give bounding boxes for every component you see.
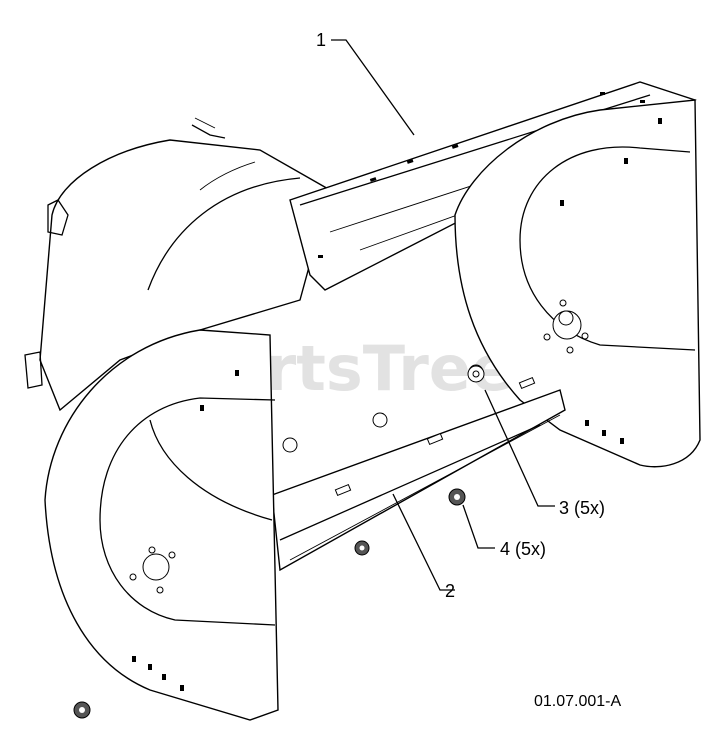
reference-code: 01.07.001-A: [534, 693, 622, 710]
hardware: [73, 365, 485, 719]
right-drum-side: [454, 99, 701, 468]
callout-label-1: 1: [316, 30, 326, 50]
bolt-3: [467, 365, 485, 383]
nut-4-c: [73, 701, 91, 719]
callout-label-2: 2: [445, 581, 455, 601]
left-drum-side: [44, 329, 279, 721]
bottom-wear-bar: [271, 364, 566, 572]
nut-4-a: [448, 488, 466, 506]
callout-label-4: 4 (5x): [500, 539, 546, 559]
nut-4-b: [354, 540, 370, 556]
leader-lines: [331, 39, 555, 591]
callout-label-3: 3 (5x): [559, 498, 605, 518]
